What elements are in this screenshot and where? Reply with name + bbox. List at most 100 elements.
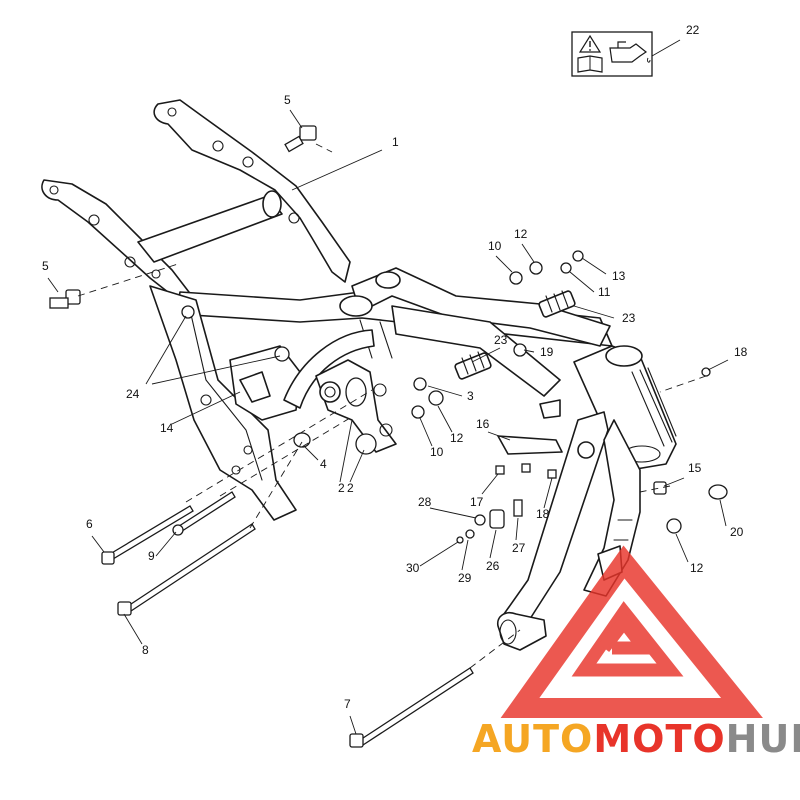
clip-15 (653, 481, 667, 495)
callout-12: 12 (450, 431, 464, 445)
warning-icon-box (571, 31, 653, 77)
bushing-2a (345, 377, 367, 407)
nut-24b (274, 346, 290, 362)
stud-27 (513, 499, 523, 517)
leader-line-2 (349, 449, 365, 483)
leader-line-10 (495, 255, 513, 273)
alignment-lines (77, 143, 707, 669)
washer-10b (411, 405, 425, 419)
leader-line-10 (419, 417, 433, 447)
callout-12: 12 (514, 227, 528, 241)
watermark-text-auto: AUTO (472, 717, 593, 761)
callout-2: 2 (347, 481, 354, 495)
leader-line-13 (581, 257, 607, 275)
leader-line-20 (719, 499, 727, 527)
leader-line-8 (123, 613, 143, 645)
callout-19: 19 (540, 345, 554, 359)
callout-3: 3 (467, 389, 474, 403)
nut-12c (666, 518, 682, 534)
watermark-text-moto: MOTO (593, 717, 725, 761)
lower-backbone-tube (351, 267, 611, 347)
callout-6: 6 (86, 517, 93, 531)
washer-29 (465, 529, 475, 539)
watermark-text-hub: HUB (726, 717, 800, 761)
callout-2: 2 (338, 481, 345, 495)
leader-line-18 (707, 359, 729, 371)
oil-can-icon (609, 41, 651, 63)
nut-3 (413, 377, 427, 391)
leader-line-27 (515, 517, 519, 541)
leader-line-26 (489, 529, 497, 559)
watermark-text: AUTOMOTOHUB (472, 717, 800, 761)
callout-10: 10 (430, 445, 444, 459)
leader-line-12 (675, 533, 689, 563)
callout-30: 30 (406, 561, 420, 575)
screw-30 (456, 536, 464, 544)
rear-cross-tube (137, 195, 283, 263)
screw-17a (495, 465, 505, 475)
callout-28: 28 (418, 495, 432, 509)
callout-18: 18 (734, 345, 748, 359)
callout-8: 8 (142, 643, 149, 657)
callout-1: 1 (392, 135, 399, 149)
callout-22: 22 (686, 23, 700, 37)
callout-5: 5 (42, 259, 49, 273)
hardware (49, 125, 728, 748)
manual-book-icon (577, 55, 603, 73)
screw-17b (521, 463, 531, 473)
frame-assembly (41, 99, 677, 651)
callout-23: 23 (494, 333, 508, 347)
callout-leader-lines (47, 39, 729, 735)
left-side-plate (149, 285, 297, 521)
leader-line-7 (349, 715, 357, 735)
washer-11 (560, 262, 572, 274)
leader-line-1 (291, 149, 383, 191)
leader-line-11 (569, 271, 595, 293)
callout-13: 13 (612, 269, 626, 283)
callout-12: 12 (690, 561, 704, 575)
bolt-5-left (49, 289, 81, 309)
leader-line-9 (155, 531, 177, 557)
callout-20: 20 (730, 525, 744, 539)
bolt-5-top (284, 125, 317, 153)
leader-line-15 (663, 477, 685, 487)
warning-triangle-icon (578, 34, 602, 53)
lower-cradle-stub (496, 611, 547, 651)
callout-24: 24 (126, 387, 140, 401)
leader-line-24 (145, 315, 187, 385)
leader-line-18 (543, 477, 553, 509)
leader-line-6 (91, 535, 105, 553)
callout-29: 29 (458, 571, 472, 585)
stud-26 (489, 509, 505, 529)
nut-12b (428, 390, 444, 406)
front-mount-bracket (497, 435, 563, 455)
leader-line-23 (573, 305, 615, 319)
watermark-logo (500, 545, 763, 718)
leader-line-28 (429, 507, 477, 519)
cross-member (391, 305, 561, 397)
callout-9: 9 (148, 549, 155, 563)
leader-line-24-1 (151, 355, 281, 385)
leader-line-3 (427, 385, 463, 397)
callout-4: 4 (320, 457, 327, 471)
screw-18-mid (547, 469, 557, 479)
nut-10a (509, 271, 523, 285)
leader-line-12 (521, 243, 535, 263)
grommet-20 (708, 484, 728, 500)
clip-28 (474, 514, 486, 526)
nut-12a (529, 261, 543, 275)
leader-line-30 (419, 541, 459, 567)
leader-line-5 (47, 277, 59, 293)
nut-24 (181, 305, 195, 319)
callout-27: 27 (512, 541, 526, 555)
curved-support-tube (283, 329, 375, 409)
leader-line-4 (303, 445, 319, 461)
leader-line-2 (339, 419, 353, 483)
leader-line-17 (481, 473, 499, 495)
callout-26: 26 (486, 559, 500, 573)
callout-23: 23 (622, 311, 636, 325)
leader-line-22 (651, 39, 681, 57)
callout-15: 15 (688, 461, 702, 475)
